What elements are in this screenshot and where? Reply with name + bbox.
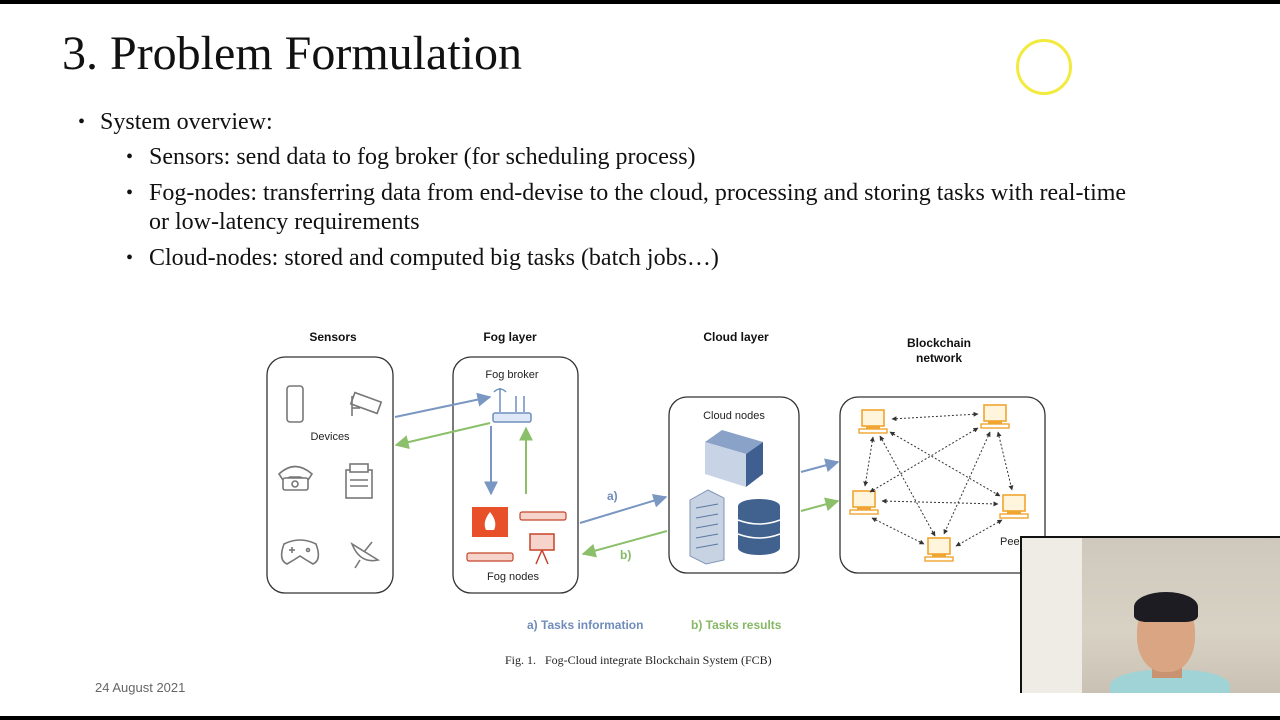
heading-blockchain-1: Blockchain — [907, 336, 971, 350]
subbullet-fog-nodes: Fog-nodes: transferring data from end-de… — [126, 179, 1149, 237]
peer-node-icon — [858, 409, 888, 434]
result-arrow-broker-sensors — [394, 422, 491, 449]
bullet-list: System overview: Sensors: send data to f… — [78, 108, 1149, 280]
heading-cloud-layer: Cloud layer — [703, 330, 769, 344]
subbullet-sensors: Sensors: send data to fog broker (for sc… — [126, 143, 1149, 172]
printer-icon — [345, 463, 373, 499]
phone-icon — [286, 385, 304, 423]
fog-nodes-label: Fog nodes — [487, 571, 539, 583]
info-arrow-fog-cloud — [579, 493, 668, 524]
info-arrow-sensors-broker — [394, 392, 492, 418]
slide-title: 3. Problem Formulation — [62, 27, 522, 80]
camera-icon — [349, 391, 383, 416]
webcam-presenter-shirt — [1110, 670, 1230, 693]
cursor-highlight — [1016, 39, 1072, 95]
subbullet-cloud-nodes: Cloud-nodes: stored and computed big tas… — [126, 244, 1149, 273]
router-icon — [492, 388, 532, 423]
result-arrow-cloud-blockchain — [800, 497, 840, 512]
peer-node-icon — [999, 494, 1029, 519]
presentation-icon — [529, 533, 555, 565]
heading-fog-layer: Fog layer — [483, 330, 537, 344]
telephone-icon — [277, 465, 314, 491]
slide-date: 24 August 2021 — [95, 680, 186, 695]
heading-blockchain-2: network — [916, 351, 962, 365]
info-arrow-cloud-blockchain — [800, 458, 840, 473]
peer-node-icon — [849, 490, 879, 515]
webcam-presenter-hair — [1134, 592, 1198, 622]
database-icon — [737, 499, 781, 555]
server-block-icon — [705, 430, 763, 487]
cloud-nodes-label: Cloud nodes — [703, 410, 765, 422]
webcam-background — [1022, 538, 1082, 693]
fcb-diagram: Sensors Fog layer Cloud layer Blockchain… — [266, 330, 1046, 667]
peer-links — [863, 411, 1014, 547]
peer-node-icon — [924, 537, 954, 562]
server-rack-icon — [689, 489, 725, 565]
devices-label: Devices — [310, 431, 350, 443]
heading-sensors: Sensors — [309, 330, 357, 344]
legend-tasks-results: b) Tasks results — [691, 618, 782, 632]
result-arrow-cloud-fog — [581, 530, 668, 558]
satellite-dish-icon — [350, 541, 381, 569]
peer-node-icon — [980, 404, 1010, 429]
gamepad-icon — [280, 539, 320, 565]
webcam-overlay — [1020, 536, 1280, 693]
firewall-icon — [472, 507, 508, 537]
figure-caption: Fig. 1. Fog-Cloud integrate Blockchain S… — [505, 653, 772, 667]
bullet-system-overview: System overview: — [78, 108, 1149, 137]
fog-broker-label: Fog broker — [485, 369, 539, 381]
switch-icon — [466, 511, 567, 562]
arrow-a-label: a) — [607, 489, 618, 503]
arrow-b-label: b) — [620, 548, 631, 562]
slide: 3. Problem Formulation System overview: … — [0, 4, 1280, 716]
legend-tasks-information: a) Tasks information — [527, 618, 643, 632]
